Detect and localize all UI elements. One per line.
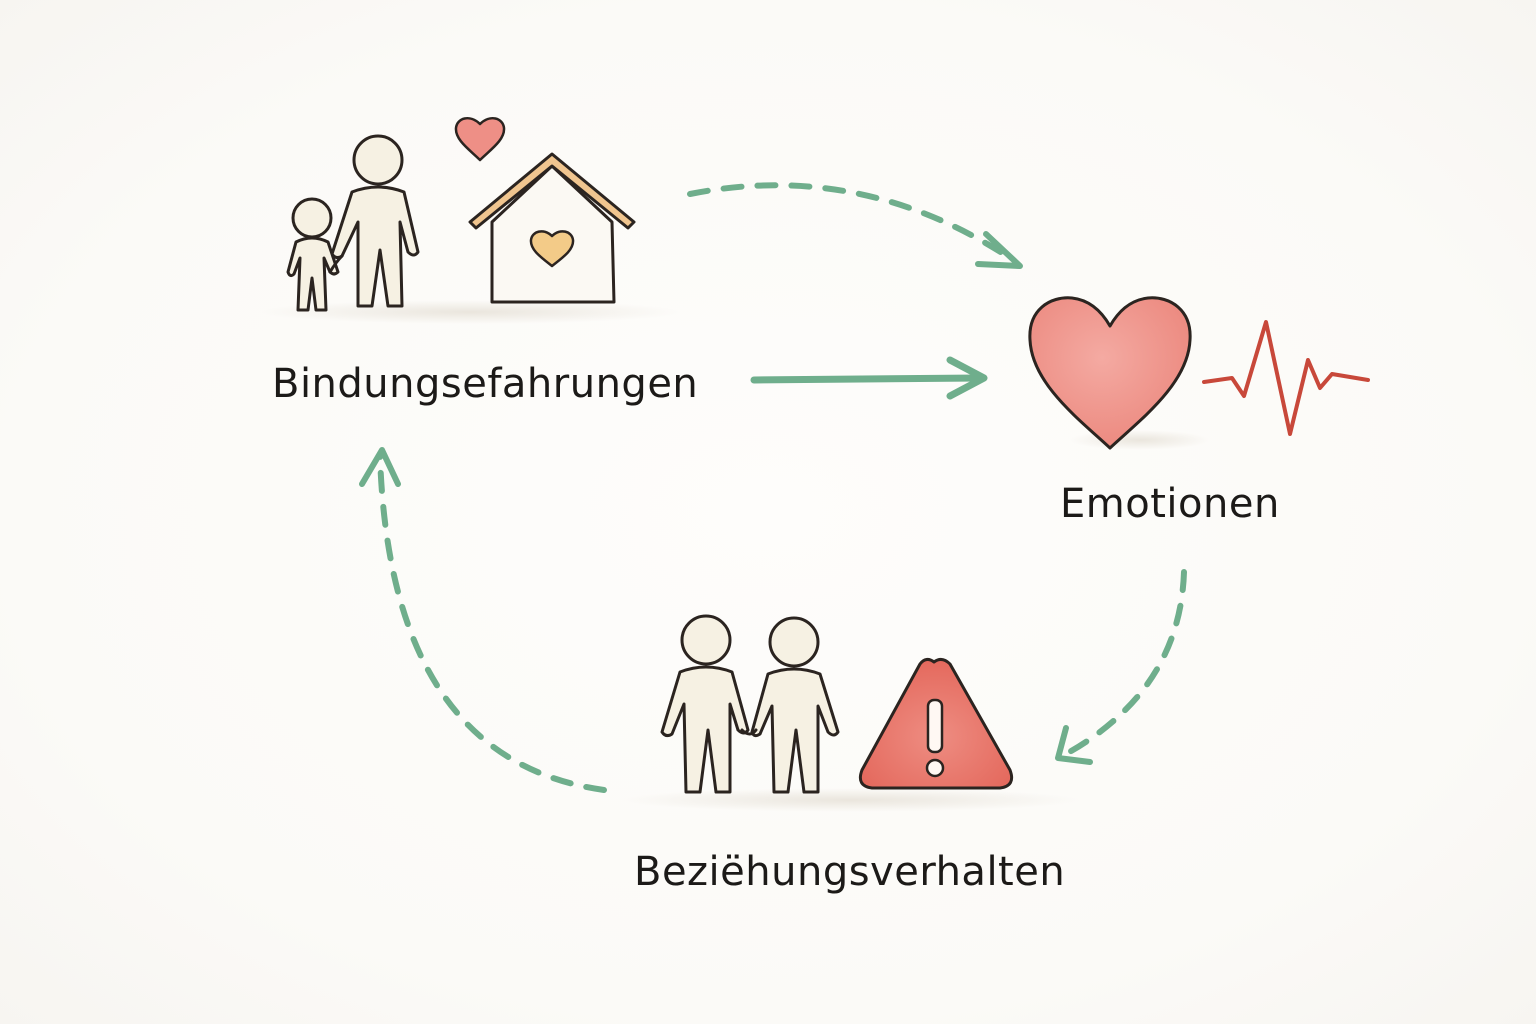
arrow-dashed-bindung-to-emotionen xyxy=(687,182,1023,269)
house-heart-icon xyxy=(468,152,636,304)
arrow-solid-bindung-to-emotionen xyxy=(750,356,988,400)
warning-icon xyxy=(858,657,1014,790)
heart-icon xyxy=(1028,296,1192,450)
heart-icon xyxy=(454,116,506,162)
node-label-emotionen: Emotionen xyxy=(1060,481,1280,527)
arrow-dashed-beziehung-to-bindung xyxy=(359,447,607,793)
node-label-bindungserfahrungen: Bindungsefahrungen xyxy=(272,361,699,407)
couple-icon xyxy=(660,614,840,794)
parent-child-icon xyxy=(286,134,420,312)
ground-shadow xyxy=(620,788,1080,812)
ground-shadow xyxy=(1070,430,1210,450)
node-label-beziehungsverhalten: Beziëhungsverhalten xyxy=(634,849,1066,895)
heartbeat-line-icon xyxy=(1202,320,1370,436)
arrow-dashed-emotionen-to-beziehung xyxy=(1055,569,1187,765)
